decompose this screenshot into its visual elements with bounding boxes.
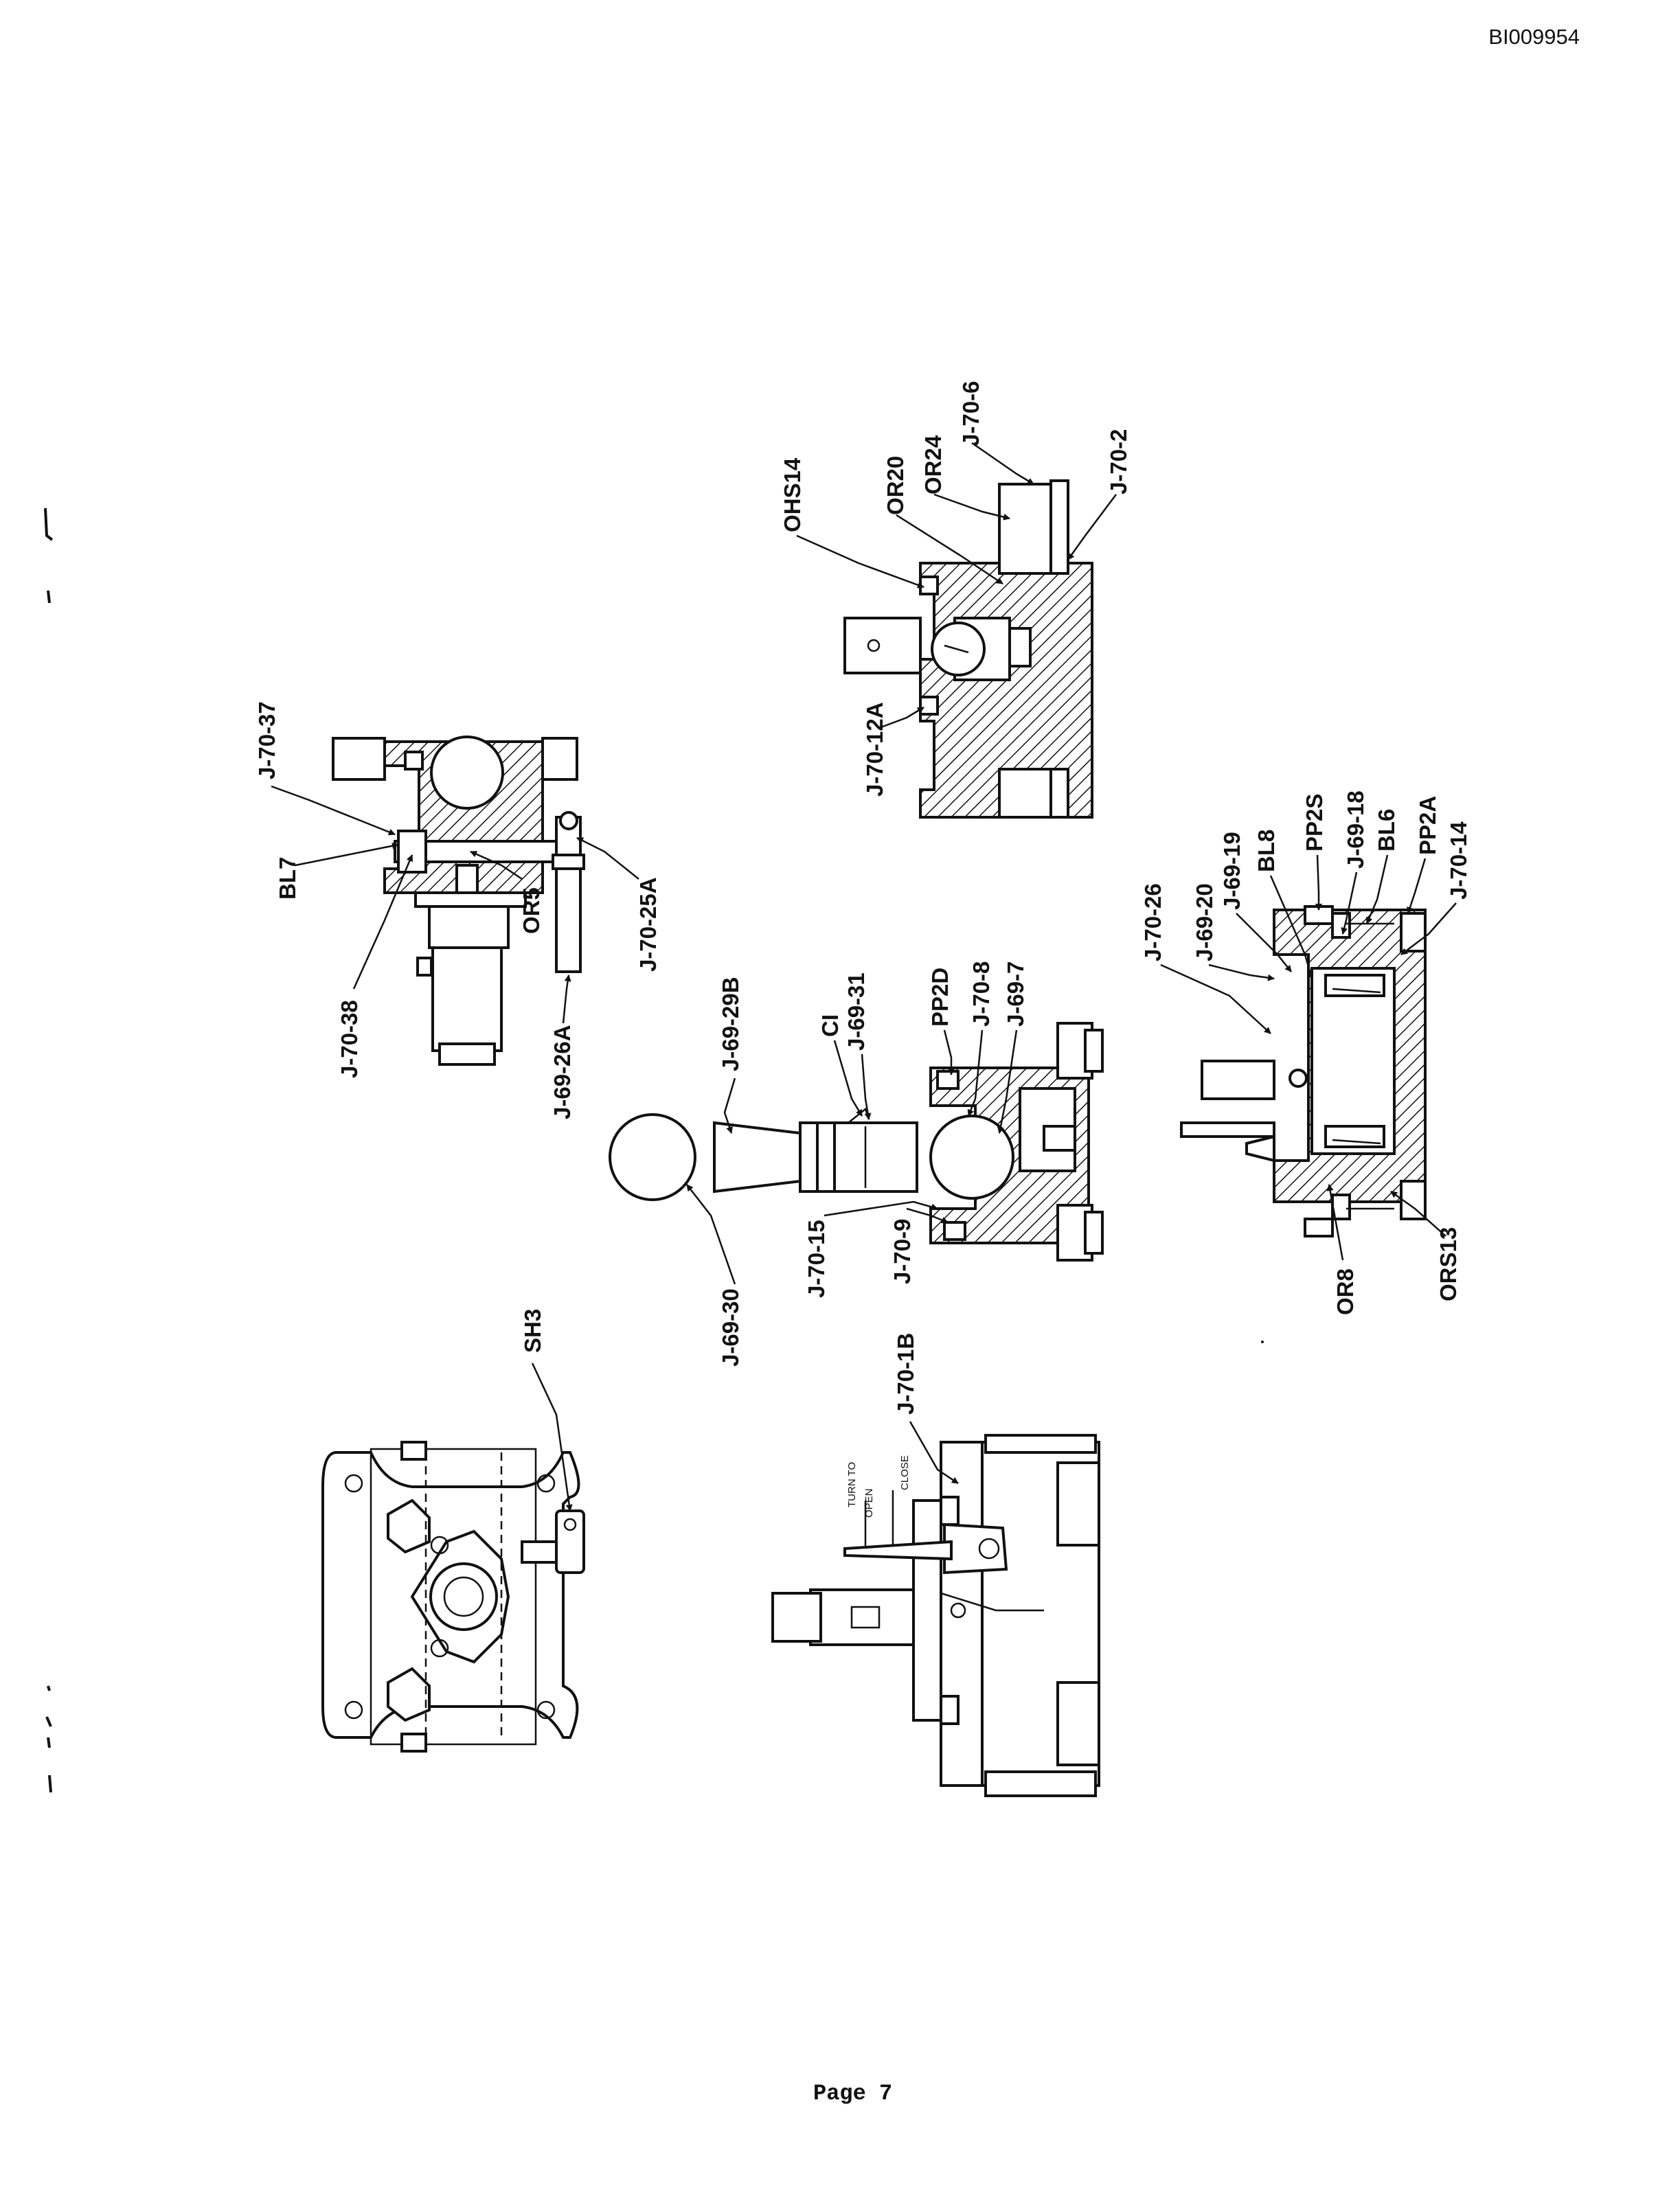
- label-J-69-30: J-69-30: [718, 1288, 743, 1367]
- label-BL8: BL8: [1253, 830, 1279, 872]
- label-J-70-37: J-70-37: [254, 701, 280, 779]
- label-OHS14: OHS14: [780, 457, 805, 532]
- label-PP2A: PP2A: [1415, 796, 1440, 855]
- label-J-70-38: J-70-38: [337, 1000, 362, 1078]
- top-view-figure: SH3: [321, 1309, 585, 1753]
- valve-text-turn-to: TURN TO: [846, 1462, 858, 1507]
- label-J-69-26A: J-69-26A: [549, 1025, 575, 1119]
- label-J-70-26: J-70-26: [1140, 883, 1166, 961]
- label-OR24: OR24: [920, 435, 946, 494]
- label-J-70-25A: J-70-25A: [635, 877, 661, 972]
- label-J-70-15: J-70-15: [804, 1220, 829, 1298]
- label-J-70-12A: J-70-12A: [862, 702, 887, 797]
- label-J-70-8: J-70-8: [968, 961, 994, 1027]
- label-J-69-29B: J-69-29B: [718, 977, 743, 1071]
- label-OR8: OR8: [1332, 1268, 1358, 1315]
- label-OR20: OR20: [883, 456, 908, 515]
- scan-marks: [44, 507, 1264, 1793]
- label-J-70-2: J-70-2: [1106, 429, 1131, 494]
- front-view-figure: TURN TO OPEN CLOSE J-70-1B: [771, 1333, 1100, 1797]
- label-J-70-9: J-70-9: [889, 1219, 915, 1284]
- label-CI: CI: [817, 1014, 843, 1037]
- label-J-69-18: J-69-18: [1343, 790, 1368, 869]
- lever-section-figure: J-69-30 J-69-29B CI J-69-31 PP2D J-70-8 …: [609, 961, 1104, 1367]
- page-number: Page 7: [813, 2081, 893, 2106]
- label-J-69-31: J-69-31: [843, 972, 869, 1051]
- plunger-section-figure: J-70-26 J-69-20 J-69-19 BL8 PP2S J-69-18…: [1140, 790, 1471, 1315]
- label-OR5: OR5: [519, 887, 544, 934]
- label-J-70-1B: J-70-1B: [893, 1333, 918, 1415]
- label-J-69-20: J-69-20: [1192, 883, 1217, 961]
- label-J-69-7: J-69-7: [1003, 961, 1028, 1027]
- label-PP2S: PP2S: [1302, 794, 1327, 852]
- label-BL6: BL6: [1374, 809, 1399, 852]
- label-J-69-19: J-69-19: [1219, 832, 1245, 910]
- label-SH3: SH3: [520, 1309, 545, 1353]
- label-J-70-6: J-70-6: [958, 381, 984, 446]
- turn-to-open-close-marking: TURN TO OPEN CLOSE: [846, 1455, 911, 1549]
- side-section-figure: J-70-37 BL7 J-70-38 OR5 J-69-26A J-70-25…: [254, 701, 661, 1119]
- valve-text-close: CLOSE: [899, 1455, 911, 1490]
- label-ORS13: ORS13: [1435, 1227, 1461, 1301]
- label-BL7: BL7: [275, 857, 300, 900]
- valve-section-figure: OHS14 OR20 OR24 J-70-6 J-70-2 J-70-12A: [780, 381, 1131, 819]
- document-id: BI009954: [1488, 25, 1580, 49]
- label-PP2D: PP2D: [927, 968, 953, 1027]
- label-J-70-14: J-70-14: [1446, 821, 1471, 900]
